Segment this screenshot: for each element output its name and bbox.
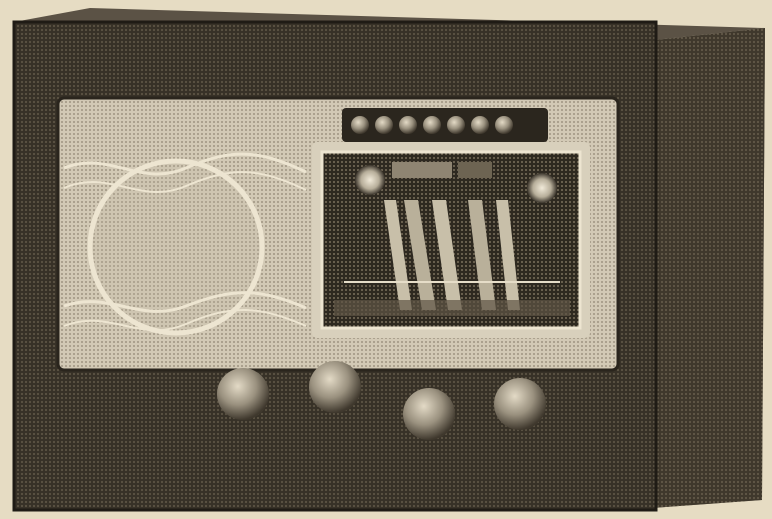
preset-button [399,116,417,134]
control-knob [403,388,455,440]
preset-button [351,116,369,134]
preset-button [495,116,513,134]
preset-button [423,116,441,134]
tuning-dial [312,142,590,338]
control-knobs [217,361,546,440]
control-knob [217,368,269,420]
preset-button [375,116,393,134]
speaker-grille [63,152,307,336]
tuning-indicator-left [355,165,385,195]
preset-buttons [342,108,548,142]
control-knob [309,361,361,413]
control-knob [494,378,546,430]
preset-button [447,116,465,134]
tuning-indicator-right [527,173,557,203]
preset-button [471,116,489,134]
